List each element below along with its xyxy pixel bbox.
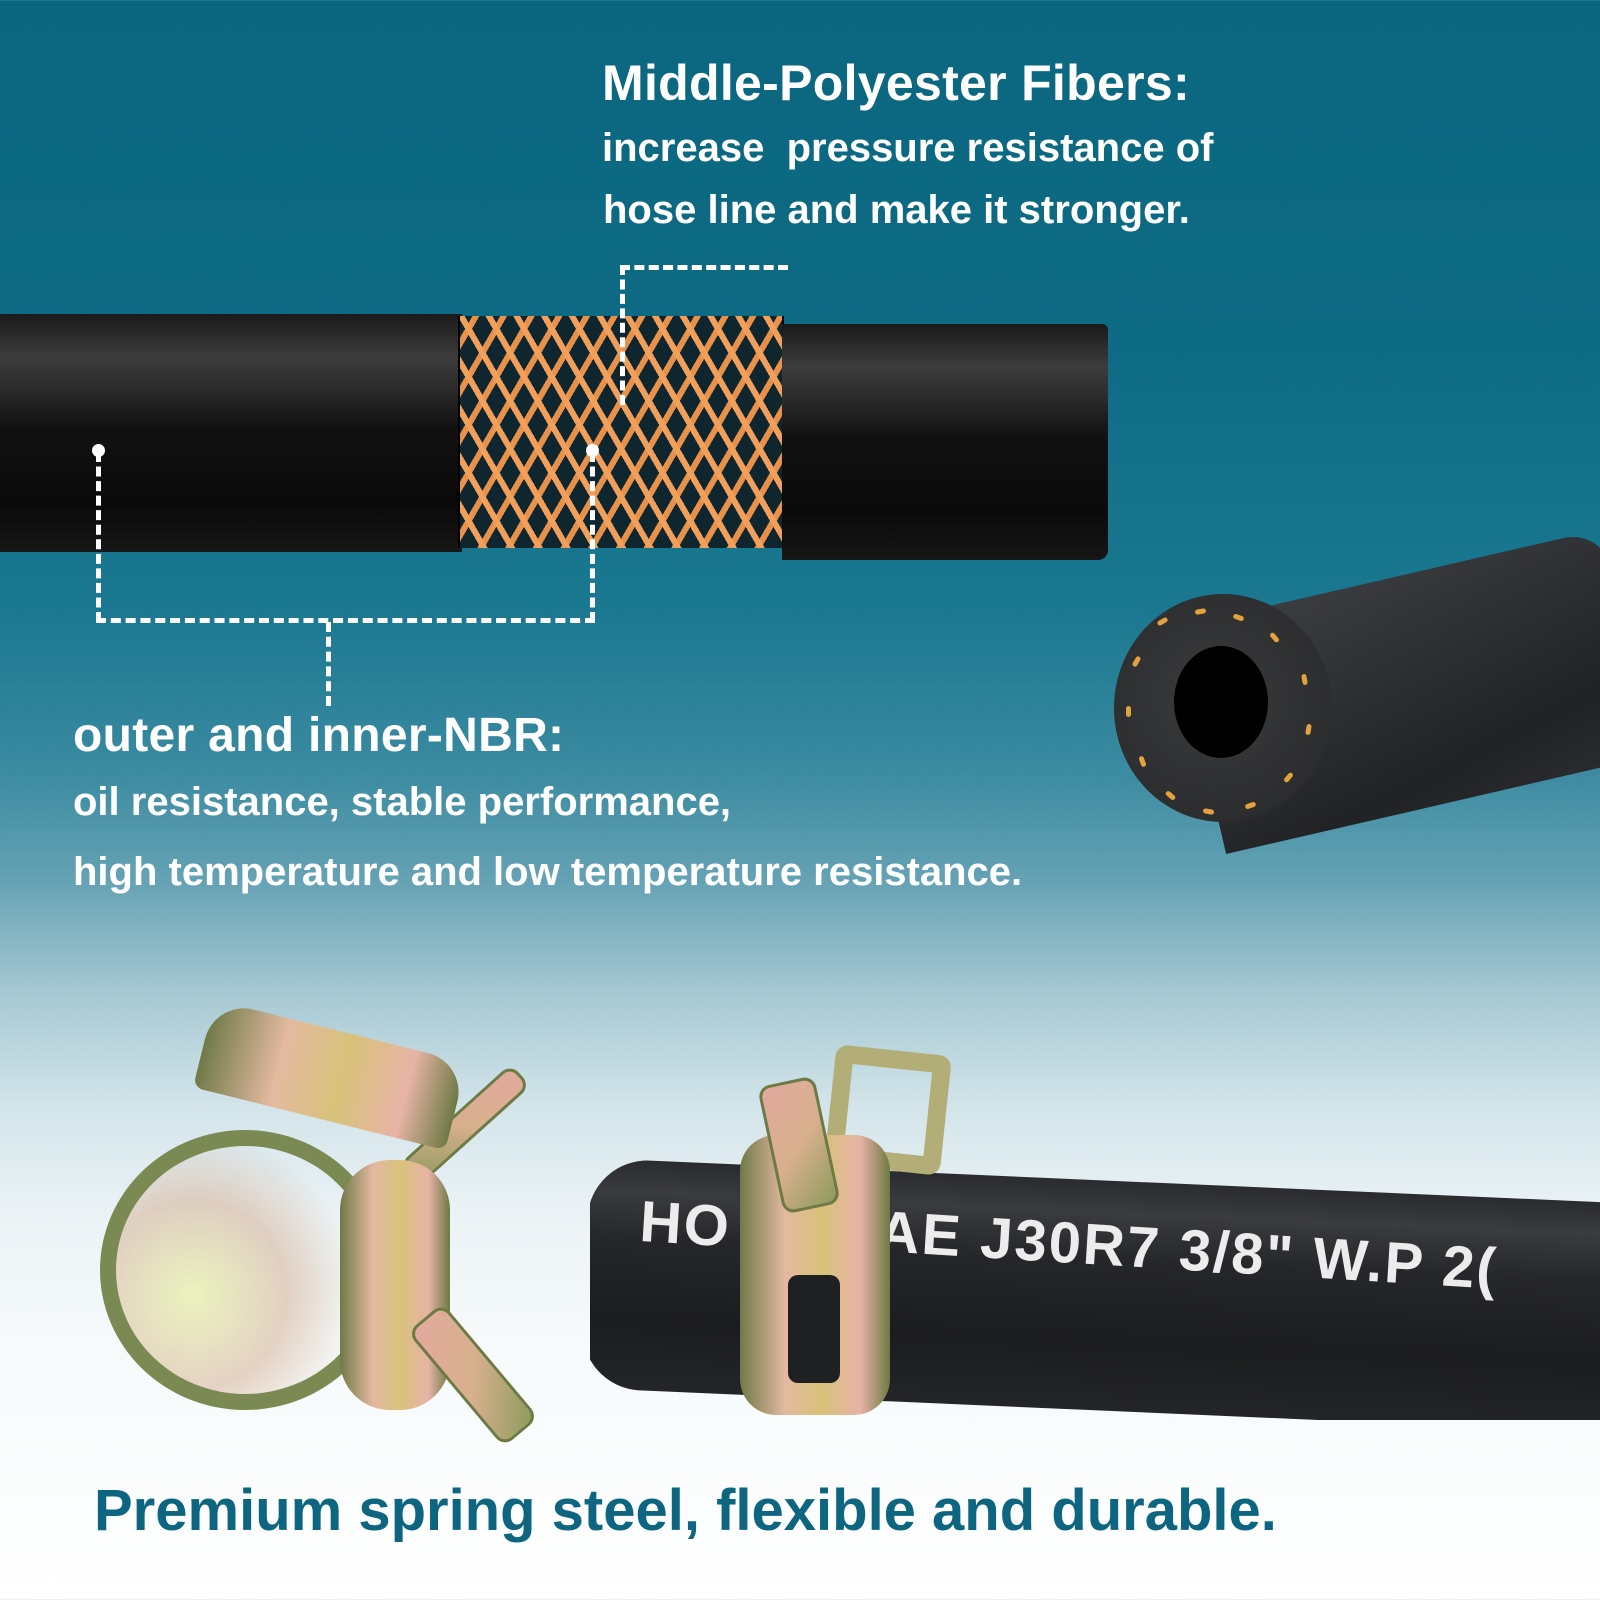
clamped-hose-image: HO AE J30R7 3/8" W.P 2(	[590, 1040, 1600, 1420]
polyester-callout-line-1: increase pressure resistance of	[602, 126, 1214, 170]
clamp-band-slot	[788, 1275, 840, 1383]
nbr-leader-horizontal	[96, 618, 595, 623]
fiber-dot	[1156, 616, 1169, 627]
fiber-dot	[1138, 755, 1147, 768]
nbr-leader-left-vertical	[96, 452, 101, 622]
hose-outer-layer-right	[782, 324, 1108, 560]
polyester-leader-line-top	[620, 265, 788, 270]
hose-cutaway-image	[0, 300, 1110, 580]
fiber-dot	[1126, 706, 1131, 717]
fiber-dot	[1244, 801, 1257, 810]
fiber-dot	[1202, 808, 1215, 815]
polyester-leader-line-vertical	[620, 265, 625, 405]
nbr-leader-down	[326, 622, 331, 706]
clamp-side-band	[340, 1160, 450, 1410]
hose-outer-layer-left	[0, 314, 462, 552]
hose-end-face	[1114, 594, 1332, 822]
fiber-dot	[1305, 723, 1312, 736]
fiber-dot	[1283, 771, 1294, 784]
fiber-dot	[1164, 790, 1177, 801]
polyester-callout-title: Middle-Polyester Fibers:	[602, 55, 1190, 111]
fiber-dot	[1301, 673, 1308, 686]
nbr-outer-marker-dot	[92, 444, 105, 457]
polyester-callout-line-2: hose line and make it stronger.	[603, 188, 1190, 232]
hose-print-left: HO	[637, 1188, 733, 1260]
spring-clamp-image	[90, 999, 560, 1448]
fiber-dot	[1194, 608, 1207, 615]
hose-bore	[1174, 646, 1268, 758]
nbr-callout-line-1: oil resistance, stable performance,	[73, 780, 732, 824]
fiber-dot	[1269, 631, 1280, 644]
tagline: Premium spring steel, flexible and durab…	[94, 1478, 1277, 1543]
nbr-inner-marker-dot	[586, 444, 599, 457]
nbr-callout-line-2: high temperature and low temperature res…	[73, 850, 1023, 894]
nbr-leader-right-vertical	[590, 452, 595, 622]
clamp-top-band	[192, 999, 468, 1151]
fiber-dot	[1232, 613, 1245, 622]
nbr-callout-title: outer and inner-NBR:	[73, 709, 565, 762]
hose-end-view-image	[1100, 510, 1600, 855]
fiber-dot	[1131, 655, 1142, 668]
